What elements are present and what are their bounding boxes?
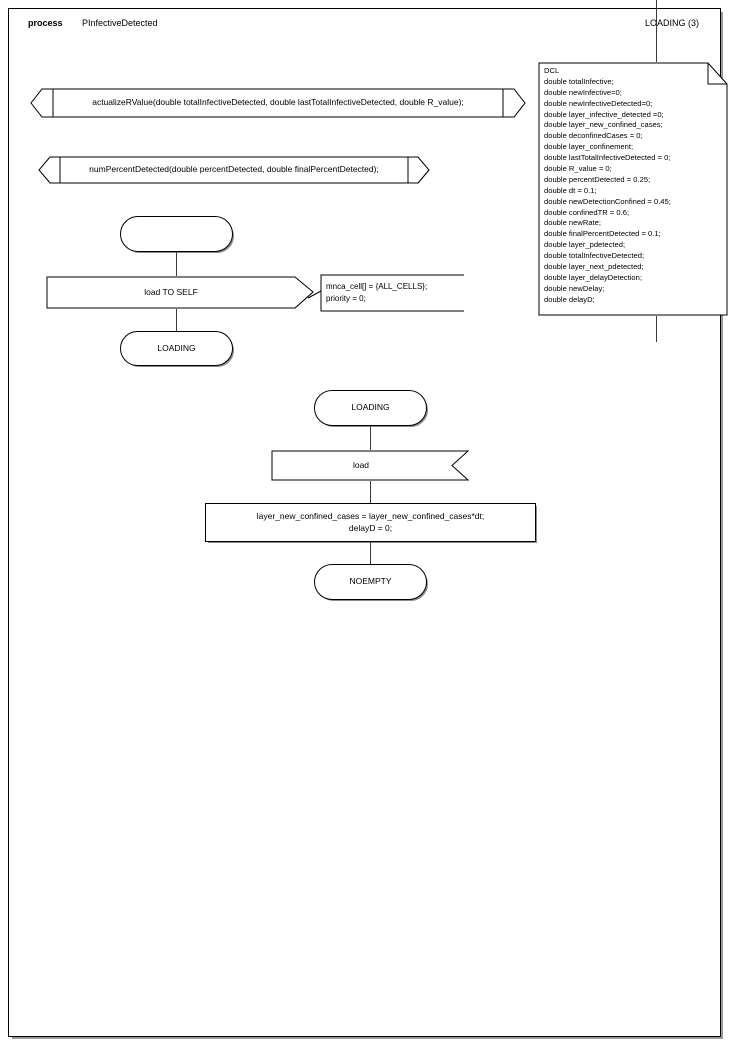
nextstate-noempty-shape[interactable]: NOEMPTY bbox=[314, 564, 427, 600]
flow-line-input-to-task bbox=[370, 481, 371, 503]
process-name: PInfectiveDetected bbox=[82, 18, 158, 28]
flow-line-loading-to-input bbox=[370, 426, 371, 450]
input-shape-load[interactable] bbox=[271, 450, 470, 481]
state-loading-shape[interactable]: LOADING bbox=[314, 390, 427, 426]
dcl-declaration-text: DCL double totalInfective; double newInf… bbox=[544, 66, 671, 304]
flow-line-output-to-loading bbox=[176, 309, 177, 331]
flow-line-start-to-output bbox=[176, 252, 177, 276]
process-keyword: process bbox=[28, 18, 63, 28]
dcl-connector-line-bottom bbox=[656, 316, 657, 342]
dcl-connector-line-top bbox=[656, 0, 657, 62]
output-shape-load-to-self[interactable] bbox=[46, 276, 314, 309]
state-loading-label: LOADING bbox=[351, 402, 390, 413]
flow-line-task-to-noempty bbox=[370, 542, 371, 564]
nextstate-loading-label: LOADING bbox=[157, 342, 196, 353]
start-state-shape[interactable] bbox=[120, 216, 233, 252]
comment-box-shape[interactable] bbox=[320, 274, 464, 312]
task-label: layer_new_confined_cases = layer_new_con… bbox=[256, 511, 485, 533]
dcl-text-block-shape[interactable] bbox=[538, 62, 728, 316]
procedure-declaration-shape-2[interactable] bbox=[38, 156, 430, 184]
page-reference-label: LOADING (3) bbox=[644, 18, 699, 28]
comment-connector-line bbox=[307, 290, 322, 299]
task-shape[interactable]: layer_new_confined_cases = layer_new_con… bbox=[205, 503, 536, 542]
nextstate-loading-shape[interactable]: LOADING bbox=[120, 331, 233, 366]
nextstate-noempty-label: NOEMPTY bbox=[349, 576, 392, 587]
procedure-declaration-shape-1[interactable] bbox=[30, 88, 526, 118]
comment-box-text: mnca_cell[] = {ALL_CELLS}; priority = 0; bbox=[326, 282, 428, 303]
